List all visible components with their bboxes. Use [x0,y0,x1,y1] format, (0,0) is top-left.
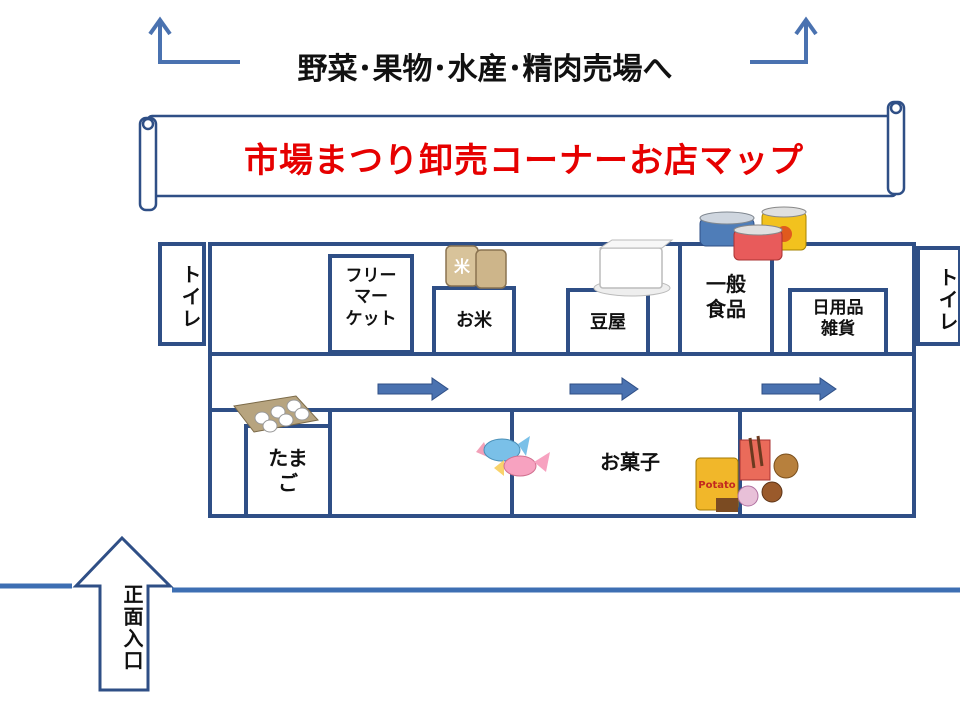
canned-food-icon [699,206,807,261]
rice-bag-icon: 米 [445,245,507,289]
daily-goods-label-line2: 雑貨 [821,319,855,340]
entrance-label: 正面入口 [120,584,144,672]
flea-market-label-line3: ケット [345,308,397,329]
entrance-arrow [72,535,174,692]
top-right-arrow [750,16,818,64]
toilet-right-label: トイレ [935,267,959,333]
daily-goods-booth [788,288,888,356]
candy-icon [476,436,550,477]
page-title: 市場まつり卸売コーナーお店マップ [244,140,804,181]
general-food-label: 一般 食品 [682,272,770,322]
flea-market-label-line2: マー [354,287,388,308]
aisle-arrow-3 [761,377,837,401]
toilet-left-label: トイレ [178,264,202,330]
toilet-right-booth [916,246,960,346]
general-food-label-line1: 一般 [706,272,746,296]
title-banner [138,100,906,212]
egg-carton-icon [233,395,319,433]
top-left-arrow [148,16,240,64]
general-food-booth [678,242,774,356]
rice-label: お米 [456,310,492,331]
sweets-label: お菓子 [600,450,660,474]
aisle-arrow-1 [377,377,449,401]
aisle-arrow-2 [569,377,639,401]
tofu-label: 豆屋 [590,312,626,333]
flea-market-label-line1: フリー [345,266,397,286]
store-outline [208,242,916,518]
flea-market-booth [328,254,414,354]
aisle-arrows [377,377,837,401]
eggs-label-line1: たま [268,446,308,470]
svg-text:米: 米 [454,257,471,276]
general-food-label-line2: 食品 [706,297,746,321]
toilet-left-booth [158,242,206,346]
floor-line [0,583,960,593]
tofu-booth [566,288,650,356]
daily-goods-label: 日用品 雑貨 [792,298,884,341]
daily-goods-label-line1: 日用品 [812,298,864,318]
rice-booth [432,286,516,356]
svg-text:Potato: Potato [698,480,736,491]
flea-market-label: フリー マー ケット [332,266,410,330]
snacks-icon: Potato [695,435,799,512]
eggs-label: たま ご [248,446,328,496]
top-direction-label: 野菜･果物･水産･精肉売場へ [297,52,673,87]
eggs-label-line2: ご [278,471,298,495]
eggs-booth [244,424,332,518]
tofu-icon [593,239,674,297]
